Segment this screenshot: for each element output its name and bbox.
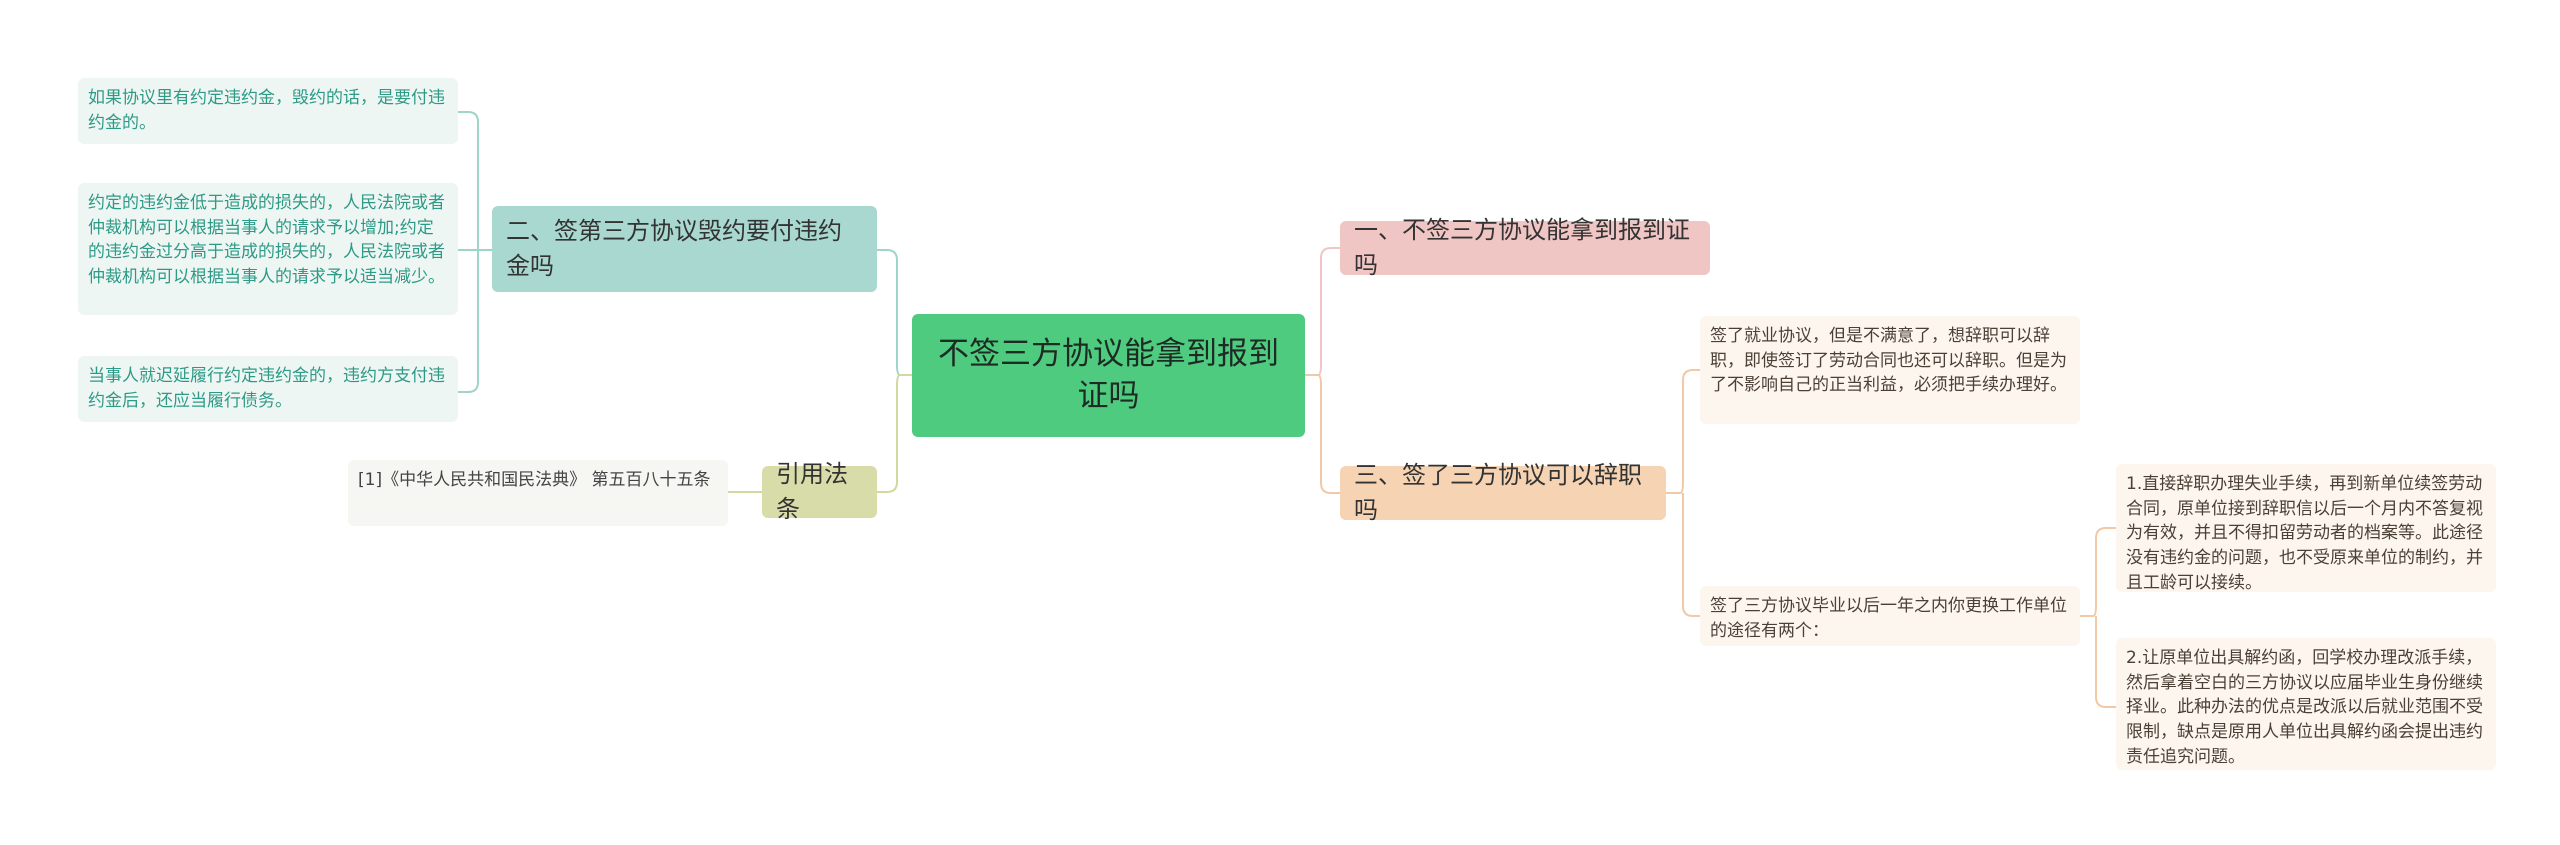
leaf-text: 当事人就迟延履行约定违约金的，违约方支付违约金后，还应当履行债务。 [88,366,445,411]
cite-leaf[interactable]: [1]《中华人民共和国民法典》 第五百八十五条 [348,460,728,526]
connector-branch2-leaves [458,111,492,393]
cite-node[interactable]: 引用法条 [762,460,877,523]
root-node[interactable]: 不签三方协议能拿到报到证吗 [912,314,1305,437]
leaf-text: 约定的违约金低于造成的损失的，人民法院或者仲裁机构可以根据当事人的请求予以增加;… [88,193,445,287]
leaf-text: 如果协议里有约定违约金，毁约的话，是要付违约金的。 [88,88,445,133]
leaf-text: [1]《中华人民共和国民法典》 第五百八十五条 [358,470,711,490]
connector-leaf2-sub [2080,527,2116,708]
root-title: 不签三方协议能拿到报到证吗 [938,335,1279,414]
branch1-node[interactable]: 一、不签三方协议能拿到报到证吗 [1340,216,1710,279]
branch2-title: 二、签第三方协议毁约要付违约金吗 [506,217,842,280]
leaf-text: 签了三方协议毕业以后一年之内你更换工作单位的途径有两个： [1710,596,2067,641]
branch2-leaf-2[interactable]: 约定的违约金低于造成的损失的，人民法院或者仲裁机构可以根据当事人的请求予以增加;… [78,183,458,315]
connector-branch3-leaves [1666,369,1700,617]
branch2-leaf-3[interactable]: 当事人就迟延履行约定违约金的，违约方支付违约金后，还应当履行债务。 [78,356,458,422]
branch3-sub-2[interactable]: 2.让原单位出具解约函，回学校办理改派手续，然后拿着空白的三方协议以应届毕业生身… [2116,638,2496,770]
connector-root-branch1 [1305,247,1340,376]
leaf-text: 签了就业协议，但是不满意了，想辞职可以辞职，即使签订了劳动合同也还可以辞职。但是… [1710,326,2067,396]
leaf-text: 1.直接辞职办理失业手续，再到新单位续签劳动合同，原单位接到辞职信以后一个月内不… [2126,474,2483,593]
branch2-node[interactable]: 二、签第三方协议毁约要付违约金吗 [492,206,877,292]
connector-root-cite [877,374,912,493]
branch3-sub-1[interactable]: 1.直接辞职办理失业手续，再到新单位续签劳动合同，原单位接到辞职信以后一个月内不… [2116,464,2496,593]
connector-root-branch2 [877,249,912,376]
branch3-node[interactable]: 三、签了三方协议可以辞职吗 [1340,461,1666,524]
cite-title: 引用法条 [776,460,848,523]
branch3-leaf-1[interactable]: 签了就业协议，但是不满意了，想辞职可以辞职，即使签订了劳动合同也还可以辞职。但是… [1700,316,2080,424]
branch2-leaf-1[interactable]: 如果协议里有约定违约金，毁约的话，是要付违约金的。 [78,78,458,144]
branch3-leaf-2[interactable]: 签了三方协议毕业以后一年之内你更换工作单位的途径有两个： [1700,586,2080,646]
branch1-title: 一、不签三方协议能拿到报到证吗 [1354,216,1690,279]
leaf-text: 2.让原单位出具解约函，回学校办理改派手续，然后拿着空白的三方协议以应届毕业生身… [2126,648,2483,767]
connector-root-branch3 [1305,374,1340,494]
branch3-title: 三、签了三方协议可以辞职吗 [1354,461,1642,524]
